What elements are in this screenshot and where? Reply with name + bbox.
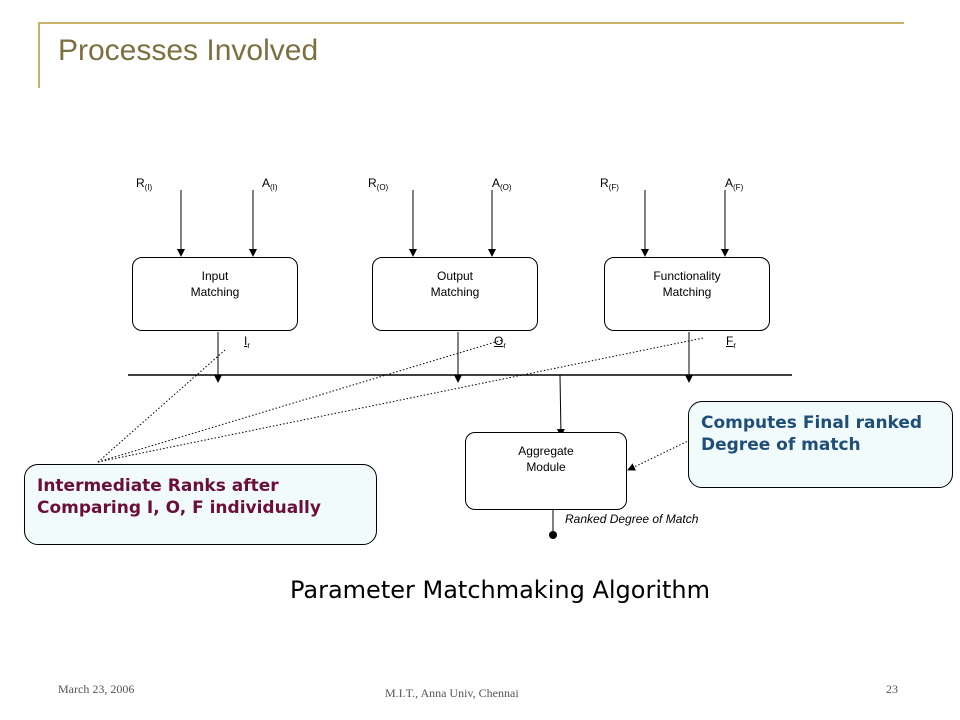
- page-title: Processes Involved: [58, 34, 319, 67]
- dotted-to-ir: [97, 349, 226, 463]
- dotted-to-or: [97, 339, 503, 463]
- functionality-matching-box: Functionality Matching: [604, 257, 770, 331]
- input-matching-box: Input Matching: [132, 257, 298, 331]
- frame-top-line: [38, 22, 904, 24]
- dotted-to-fr: [97, 337, 704, 463]
- label-a-i: A(I): [262, 176, 278, 192]
- callout-intermediate-ranks: Intermediate Ranks after Comparing I, O,…: [24, 464, 377, 545]
- footer-page-number: 23: [886, 682, 898, 696]
- frame-left-line: [38, 22, 40, 88]
- label-a-f: A(F): [725, 176, 744, 192]
- output-terminal: [549, 531, 557, 539]
- label-ir: Ir: [244, 334, 251, 350]
- label-or: Or: [494, 334, 507, 350]
- ranked-degree-label: Ranked Degree of Match: [565, 512, 699, 526]
- footer-org: M.I.T., Anna Univ, Chennai: [385, 686, 519, 700]
- arrow-to-aggregate: [556, 374, 565, 437]
- output-matching-box: Output Matching: [372, 257, 538, 331]
- aggregate-module-box: Aggregate Module: [465, 432, 627, 510]
- label-a-o: A(O): [492, 176, 512, 192]
- callout-final-rank: Computes Final ranked Degree of match: [688, 401, 953, 488]
- label-r-f: R(F): [600, 176, 619, 192]
- label-r-i: R(I): [136, 176, 153, 192]
- label-fr: Fr: [726, 334, 737, 350]
- dotted-to-aggregate: [627, 439, 691, 471]
- label-r-o: R(O): [368, 176, 389, 192]
- footer-date: March 23, 2006: [58, 682, 135, 696]
- diagram-caption: Parameter Matchmaking Algorithm: [290, 576, 710, 604]
